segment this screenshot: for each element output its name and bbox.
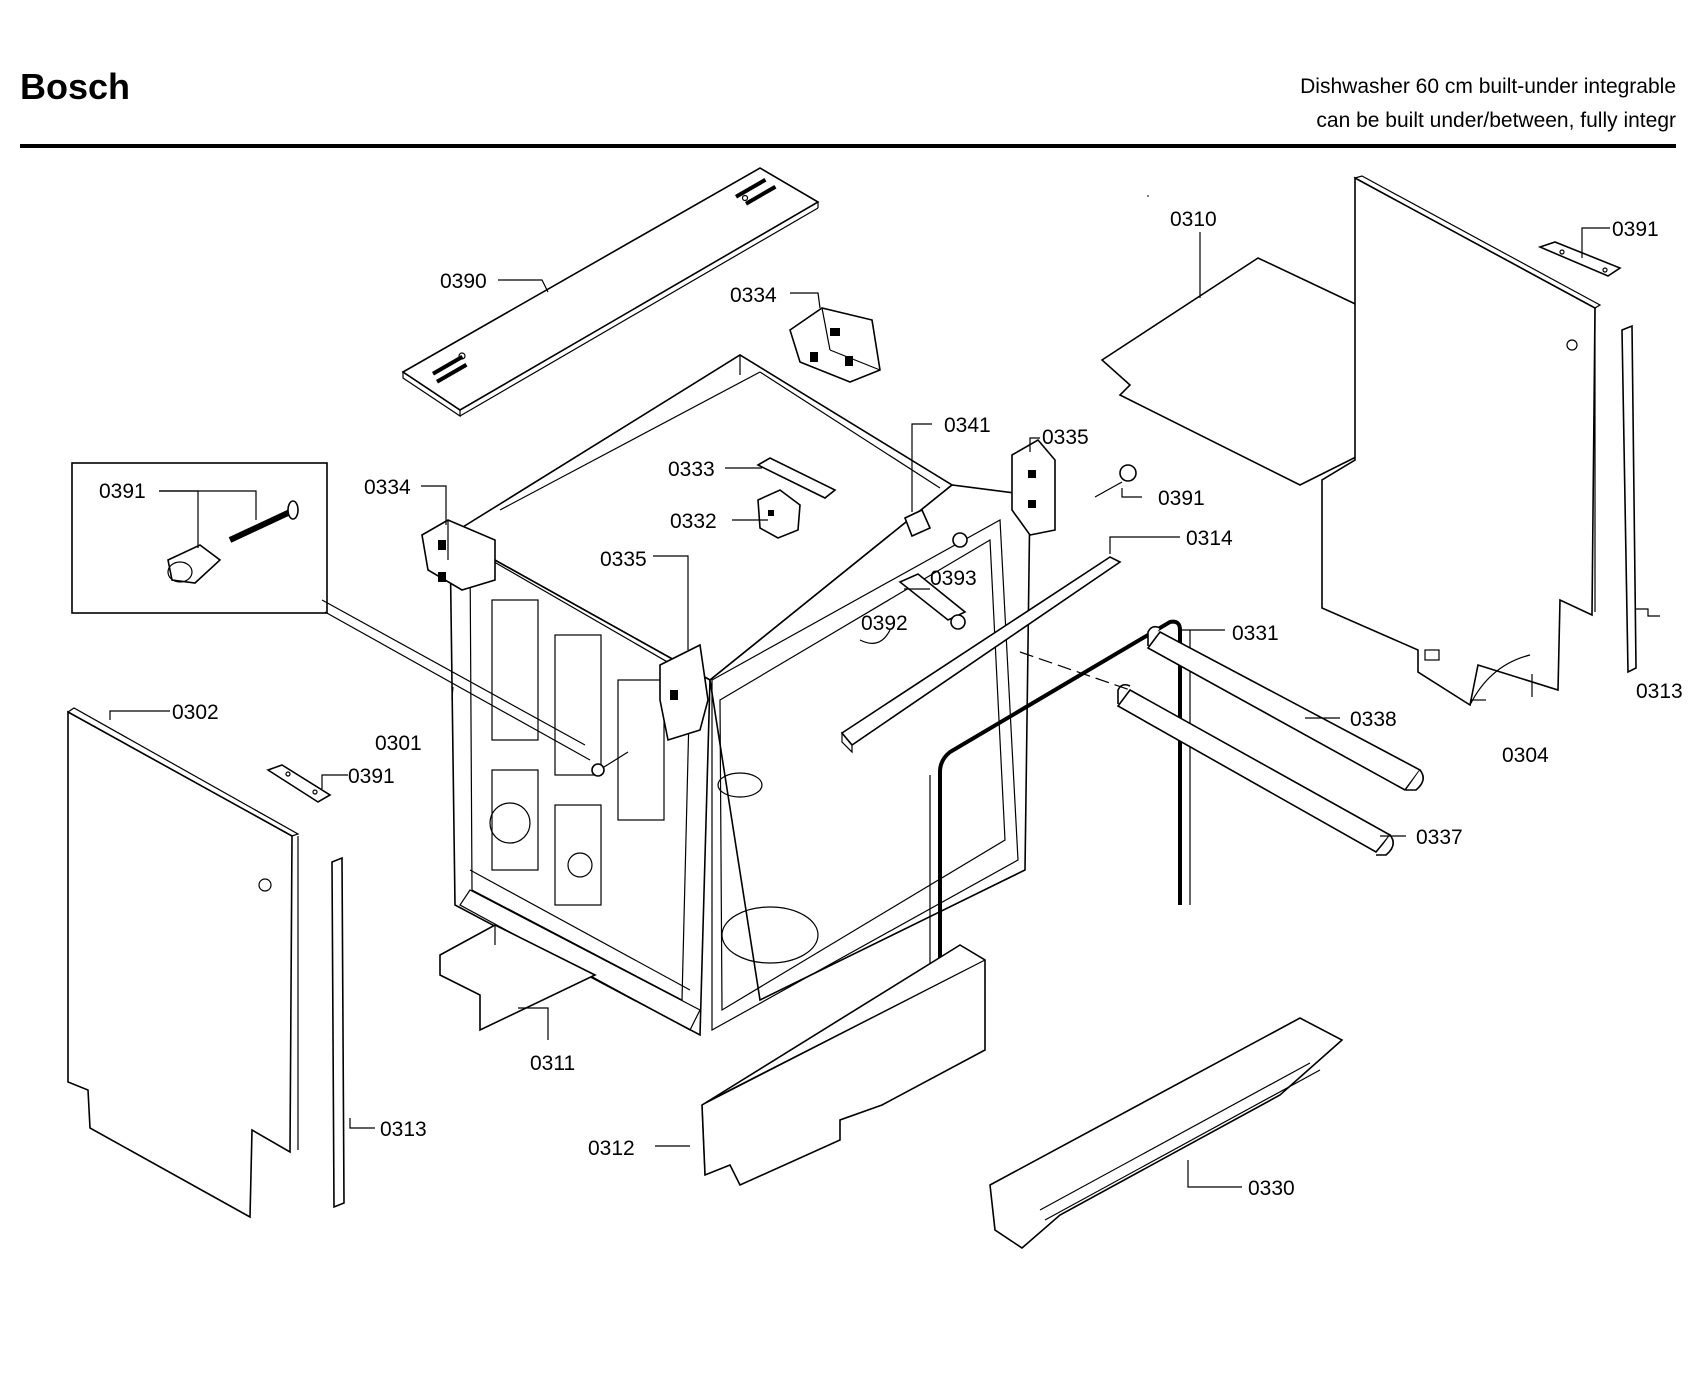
brand-title: Bosch <box>20 66 131 107</box>
part-0314-rail[interactable] <box>840 556 1122 754</box>
part-0333-catch[interactable] <box>756 457 837 499</box>
label-0310: 0310 <box>1170 208 1217 231</box>
part-0313-strip-left[interactable] <box>331 856 345 1209</box>
part-0391-screw-inset[interactable] <box>167 500 299 584</box>
part-0391-screw-right[interactable] <box>1094 464 1137 498</box>
part-0337-rail[interactable] <box>1116 683 1394 856</box>
label-0393: 0393 <box>930 567 977 590</box>
part-0335-hinge-left[interactable] <box>659 643 709 742</box>
part-0393-component[interactable] <box>952 532 968 548</box>
part-0301-tub-frame[interactable] <box>448 354 1031 1037</box>
part-0332-lock[interactable] <box>757 489 801 539</box>
inset-leader-2 <box>324 611 591 761</box>
part-0338-rail[interactable] <box>1146 625 1424 792</box>
label-0334-left: 0334 <box>364 476 411 499</box>
label-0341: 0341 <box>944 414 991 437</box>
part-0392-bracket[interactable] <box>898 573 967 630</box>
label-0313-left: 0313 <box>380 1118 427 1141</box>
part-0391-bracket-left[interactable] <box>266 764 332 803</box>
inset-leader-1 <box>321 599 586 746</box>
part-0335-hinge-right[interactable] <box>1011 438 1056 536</box>
part-0390-top-plate[interactable] <box>401 167 820 418</box>
part-0391-bracket-top-right[interactable] <box>1537 241 1622 277</box>
part-0334-hinge-left[interactable] <box>421 519 496 591</box>
label-0391-top-right: 0391 <box>1612 218 1659 241</box>
label-0337: 0337 <box>1416 826 1463 849</box>
label-0330: 0330 <box>1248 1177 1295 1200</box>
label-0314: 0314 <box>1186 527 1233 550</box>
label-0312: 0312 <box>588 1137 635 1160</box>
part-0311-base[interactable] <box>439 924 597 1032</box>
part-0330-bottom-rail[interactable] <box>989 1017 1344 1250</box>
model-description: Dishwasher 60 cm built-under integrable … <box>1300 70 1676 138</box>
leader-lines <box>109 227 1660 1188</box>
label-0338: 0338 <box>1350 708 1397 731</box>
label-0302: 0302 <box>172 701 219 724</box>
label-0391-right: 0391 <box>1158 487 1205 510</box>
description-line-1: Dishwasher 60 cm built-under integrable <box>1300 75 1676 98</box>
label-0390: 0390 <box>440 270 487 293</box>
part-0334-hinge-top[interactable] <box>789 307 881 383</box>
label-0391-left: 0391 <box>348 765 395 788</box>
label-0332: 0332 <box>670 510 717 533</box>
label-0301: 0301 <box>375 732 422 755</box>
label-0392: 0392 <box>861 612 908 635</box>
label-0331: 0331 <box>1232 622 1279 645</box>
part-0391-screw-on-tub[interactable] <box>591 751 629 777</box>
label-0335-right: 0335 <box>1042 426 1089 449</box>
part-0331-door-seal[interactable] <box>929 619 1191 1050</box>
header-rule <box>20 144 1676 148</box>
label-0334-top: 0334 <box>730 284 777 307</box>
label-0335-left: 0335 <box>600 548 647 571</box>
part-0313-strip-right[interactable] <box>1621 324 1637 674</box>
label-0304: 0304 <box>1502 744 1549 767</box>
part-0304-side-panel-right[interactable] <box>1321 175 1602 707</box>
inset-detail-box <box>71 462 328 614</box>
description-line-2: can be built under/between, fully integr <box>1316 109 1676 132</box>
part-0312-kick-panel[interactable] <box>701 944 986 1187</box>
label-0313-right: 0313 <box>1636 680 1683 703</box>
label-0311: 0311 <box>530 1052 575 1075</box>
part-0302-side-panel-left[interactable] <box>66 707 300 1219</box>
label-0391-inset: 0391 <box>99 480 146 503</box>
label-0333: 0333 <box>668 458 715 481</box>
part-0341-switch[interactable] <box>903 508 932 538</box>
